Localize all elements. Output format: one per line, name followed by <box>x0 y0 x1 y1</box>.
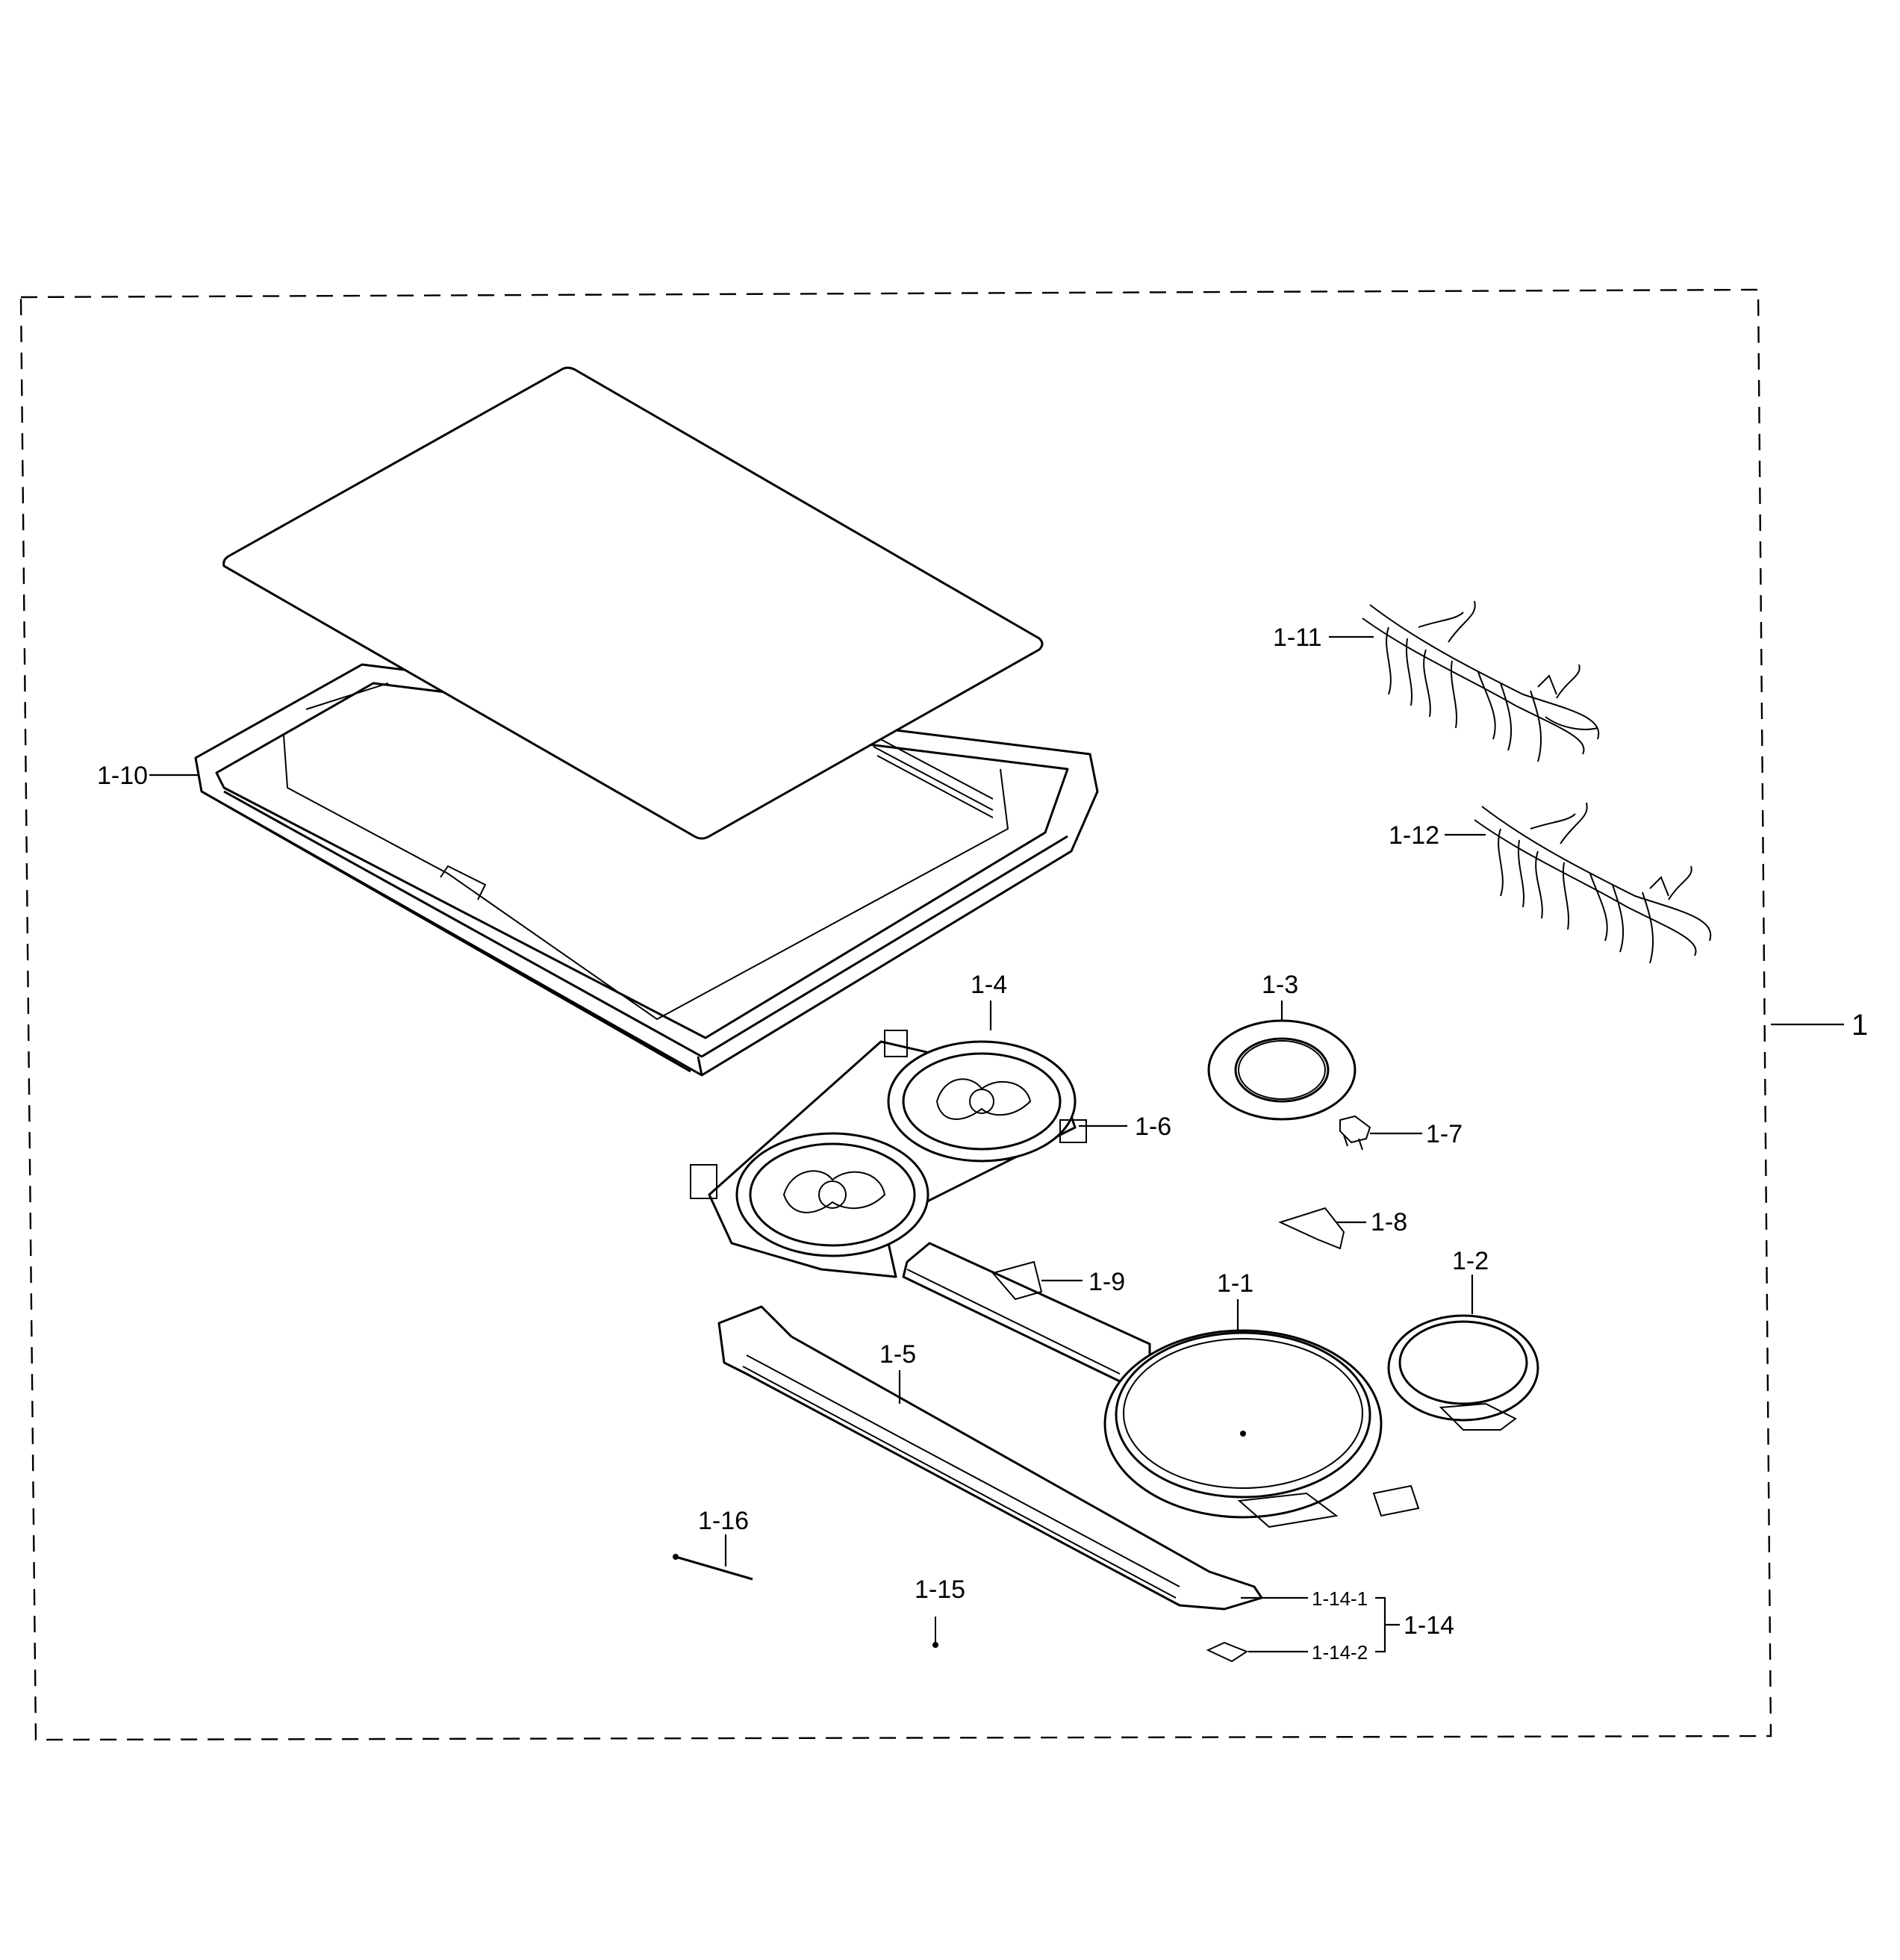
label-1-14: 1-14 <box>1404 1611 1454 1640</box>
label-1-14-1: 1-14-1 <box>1312 1587 1368 1610</box>
bracket-1-14 <box>1375 1596 1386 1653</box>
label-1-6: 1-6 <box>1135 1113 1171 1141</box>
label-1-4: 1-4 <box>971 971 1007 999</box>
label-1-10: 1-10 <box>97 762 148 790</box>
part-1-1-ring <box>1103 1329 1420 1528</box>
label-1-3: 1-3 <box>1262 971 1298 999</box>
label-1-5: 1-5 <box>879 1340 916 1369</box>
label-1-12: 1-12 <box>1389 821 1439 850</box>
part-1-15-screw <box>932 1617 938 1648</box>
part-1-4-bracket <box>690 1030 1087 1278</box>
label-1-15: 1-15 <box>915 1575 965 1604</box>
label-1-16: 1-16 <box>698 1507 749 1535</box>
label-1-2: 1-2 <box>1452 1247 1489 1275</box>
label-1-8: 1-8 <box>1371 1208 1407 1236</box>
part-1-16-rod <box>673 1554 753 1581</box>
label-1-11: 1-11 <box>1273 623 1322 652</box>
label-1-1: 1-1 <box>1217 1269 1253 1298</box>
assembly-boundary <box>19 288 1772 1741</box>
label-1-7: 1-7 <box>1426 1120 1463 1148</box>
part-1-8-plate <box>1278 1207 1345 1250</box>
part-1-3-ring <box>1207 1019 1357 1121</box>
part-1-12-harness <box>1474 802 1712 964</box>
part-1-14-2-plate <box>1206 1641 1249 1663</box>
label-1: 1 <box>1851 1009 1868 1042</box>
part-1-11-harness <box>1362 600 1600 762</box>
label-1-9: 1-9 <box>1088 1268 1125 1296</box>
part-1-2-ring <box>1387 1314 1539 1431</box>
label-1-14-2: 1-14-2 <box>1312 1641 1368 1664</box>
part-1-10-glass <box>222 367 1044 840</box>
part-1-7-connector <box>1339 1115 1371 1151</box>
part-1-9-rail <box>902 1242 1151 1383</box>
